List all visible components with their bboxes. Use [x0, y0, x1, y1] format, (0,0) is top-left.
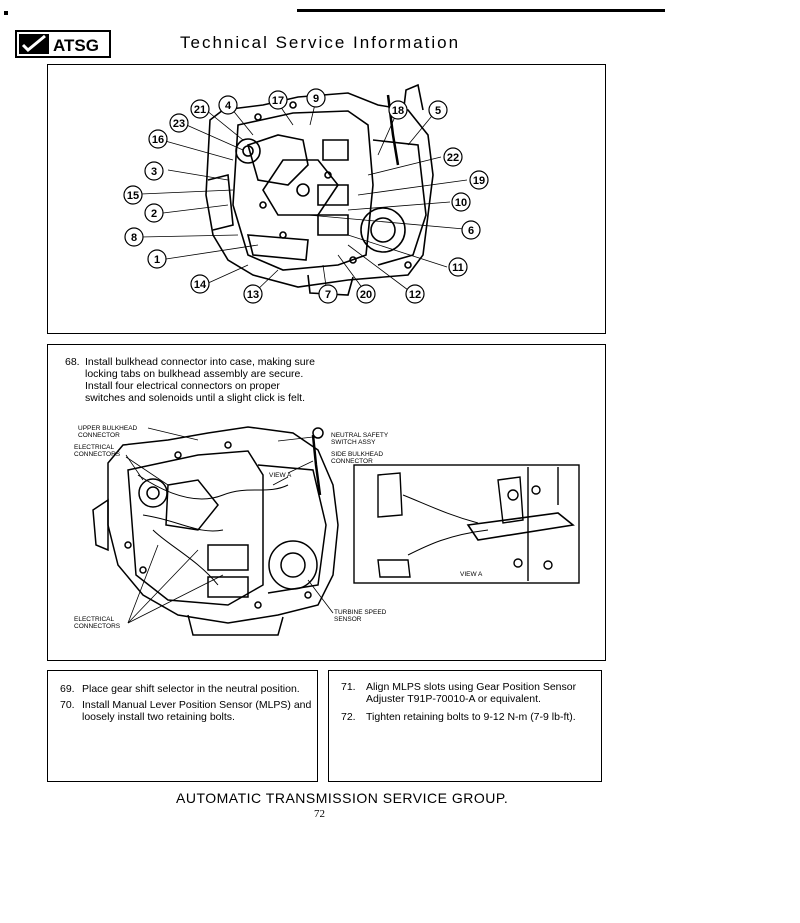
svg-text:17: 17	[272, 95, 284, 107]
logo-text: ATSG	[53, 36, 99, 55]
callout-22: 22	[443, 147, 463, 167]
steps-69-70-box: 69. Place gear shift selector in the neu…	[47, 670, 318, 782]
callout-12: 12	[405, 284, 425, 304]
step-68-line-3: Install four electrical connectors on pr…	[85, 380, 280, 392]
step-72-number: 72.	[341, 711, 356, 723]
step-70-line-2: loosely install two retaining bolts.	[82, 711, 235, 723]
svg-text:14: 14	[194, 279, 207, 291]
callout-11: 11	[448, 257, 468, 277]
svg-text:8: 8	[131, 232, 137, 244]
step-71-line-1: Align MLPS slots using Gear Position Sen…	[366, 681, 577, 693]
page-number: 72	[314, 808, 325, 820]
step-69-number: 69.	[60, 683, 75, 695]
callout-8: 8	[124, 227, 144, 247]
label-view-a: VIEW A	[269, 472, 292, 479]
step-68-line-2: locking tabs on bulkhead assembly are se…	[85, 368, 304, 380]
svg-text:7: 7	[325, 289, 331, 301]
callout-19: 19	[469, 170, 489, 190]
callout-20: 20	[356, 284, 376, 304]
atsg-logo: ATSG	[15, 30, 111, 58]
svg-text:21: 21	[194, 104, 206, 116]
callout-3: 3	[144, 161, 164, 181]
label-electrical-connectors-bottom: ELECTRICAL CONNECTORS	[74, 616, 121, 630]
step-68: 68. Install bulkhead connector into case…	[65, 356, 365, 406]
svg-text:2: 2	[151, 208, 157, 220]
step-69: 69. Place gear shift selector in the neu…	[60, 683, 315, 697]
header-rule	[297, 9, 665, 12]
steps-71-72-box: 71. Align MLPS slots using Gear Position…	[328, 670, 602, 782]
svg-text:11: 11	[452, 262, 464, 274]
footer-company: AUTOMATIC TRANSMISSION SERVICE GROUP.	[176, 790, 509, 806]
page-title: Technical Service Information	[180, 33, 461, 52]
svg-text:23: 23	[173, 118, 185, 130]
figure1-box: 21 4 17 9 18 5 23 16 22 3 19 15 10 2 6 8…	[47, 64, 606, 334]
step-70-number: 70.	[60, 699, 75, 711]
svg-text:4: 4	[225, 100, 232, 112]
callout-13: 13	[243, 284, 263, 304]
label-side-bulkhead: SIDE BULKHEAD CONNECTOR	[331, 451, 384, 465]
callout-14: 14	[190, 274, 210, 294]
svg-text:13: 13	[247, 289, 259, 301]
label-inset-view-a: VIEW A	[460, 571, 483, 578]
label-electrical-connectors-top: ELECTRICAL CONNECTORS	[74, 444, 121, 458]
svg-text:20: 20	[360, 289, 372, 301]
callout-23: 23	[169, 113, 189, 133]
callout-16: 16	[148, 129, 168, 149]
svg-text:3: 3	[151, 166, 157, 178]
callout-6: 6	[461, 220, 481, 240]
svg-text:19: 19	[473, 175, 485, 187]
corner-mark	[4, 11, 8, 15]
callout-15: 15	[123, 185, 143, 205]
callout-21: 21	[190, 99, 210, 119]
callout-18: 18	[388, 100, 408, 120]
label-turbine-speed-sensor: TURBINE SPEED SENSOR	[334, 609, 387, 623]
callout-5: 5	[428, 100, 448, 120]
svg-text:12: 12	[409, 289, 421, 301]
step-68-number: 68.	[65, 356, 80, 368]
step-72: 72. Tighten retaining bolts to 9-12 N-m …	[341, 711, 596, 725]
callout-4: 4	[218, 95, 238, 115]
bulkhead-connector-diagram	[92, 426, 580, 636]
step-71: 71. Align MLPS slots using Gear Position…	[341, 681, 596, 709]
step-69-text: Place gear shift selector in the neutral…	[82, 683, 300, 695]
step-71-number: 71.	[341, 681, 356, 693]
step-70: 70. Install Manual Lever Position Sensor…	[60, 699, 315, 727]
callout-10: 10	[451, 192, 471, 212]
step-71-line-2: Adjuster T91P-70010-A or equivalent.	[366, 693, 541, 705]
svg-text:15: 15	[127, 190, 139, 202]
svg-text:9: 9	[313, 93, 319, 105]
svg-text:22: 22	[447, 152, 459, 164]
svg-text:5: 5	[435, 105, 441, 117]
svg-text:18: 18	[392, 105, 404, 117]
svg-text:1: 1	[154, 254, 160, 266]
label-neutral-safety: NEUTRAL SAFETY SWITCH ASSY	[331, 432, 389, 446]
svg-text:6: 6	[468, 225, 474, 237]
callout-9: 9	[306, 88, 326, 108]
label-upper-bulkhead: UPPER BULKHEAD CONNECTOR	[78, 425, 138, 439]
callout-1: 1	[147, 249, 167, 269]
step-68-line-1: Install bulkhead connector into case, ma…	[85, 356, 315, 368]
callout-2: 2	[144, 203, 164, 223]
callout-17: 17	[268, 90, 288, 110]
svg-text:10: 10	[455, 197, 467, 209]
callout-7: 7	[318, 284, 338, 304]
step-68-line-4: switches and solenoids until a slight cl…	[85, 392, 306, 404]
valve-body-diagram: 21 4 17 9 18 5 23 16 22 3 19 15 10 2 6 8…	[123, 83, 489, 304]
step-70-line-1: Install Manual Lever Position Sensor (ML…	[82, 699, 312, 711]
step-72-text: Tighten retaining bolts to 9-12 N-m (7-9…	[366, 711, 576, 723]
svg-text:16: 16	[152, 134, 164, 146]
figure2-box: 68. Install bulkhead connector into case…	[47, 344, 606, 661]
